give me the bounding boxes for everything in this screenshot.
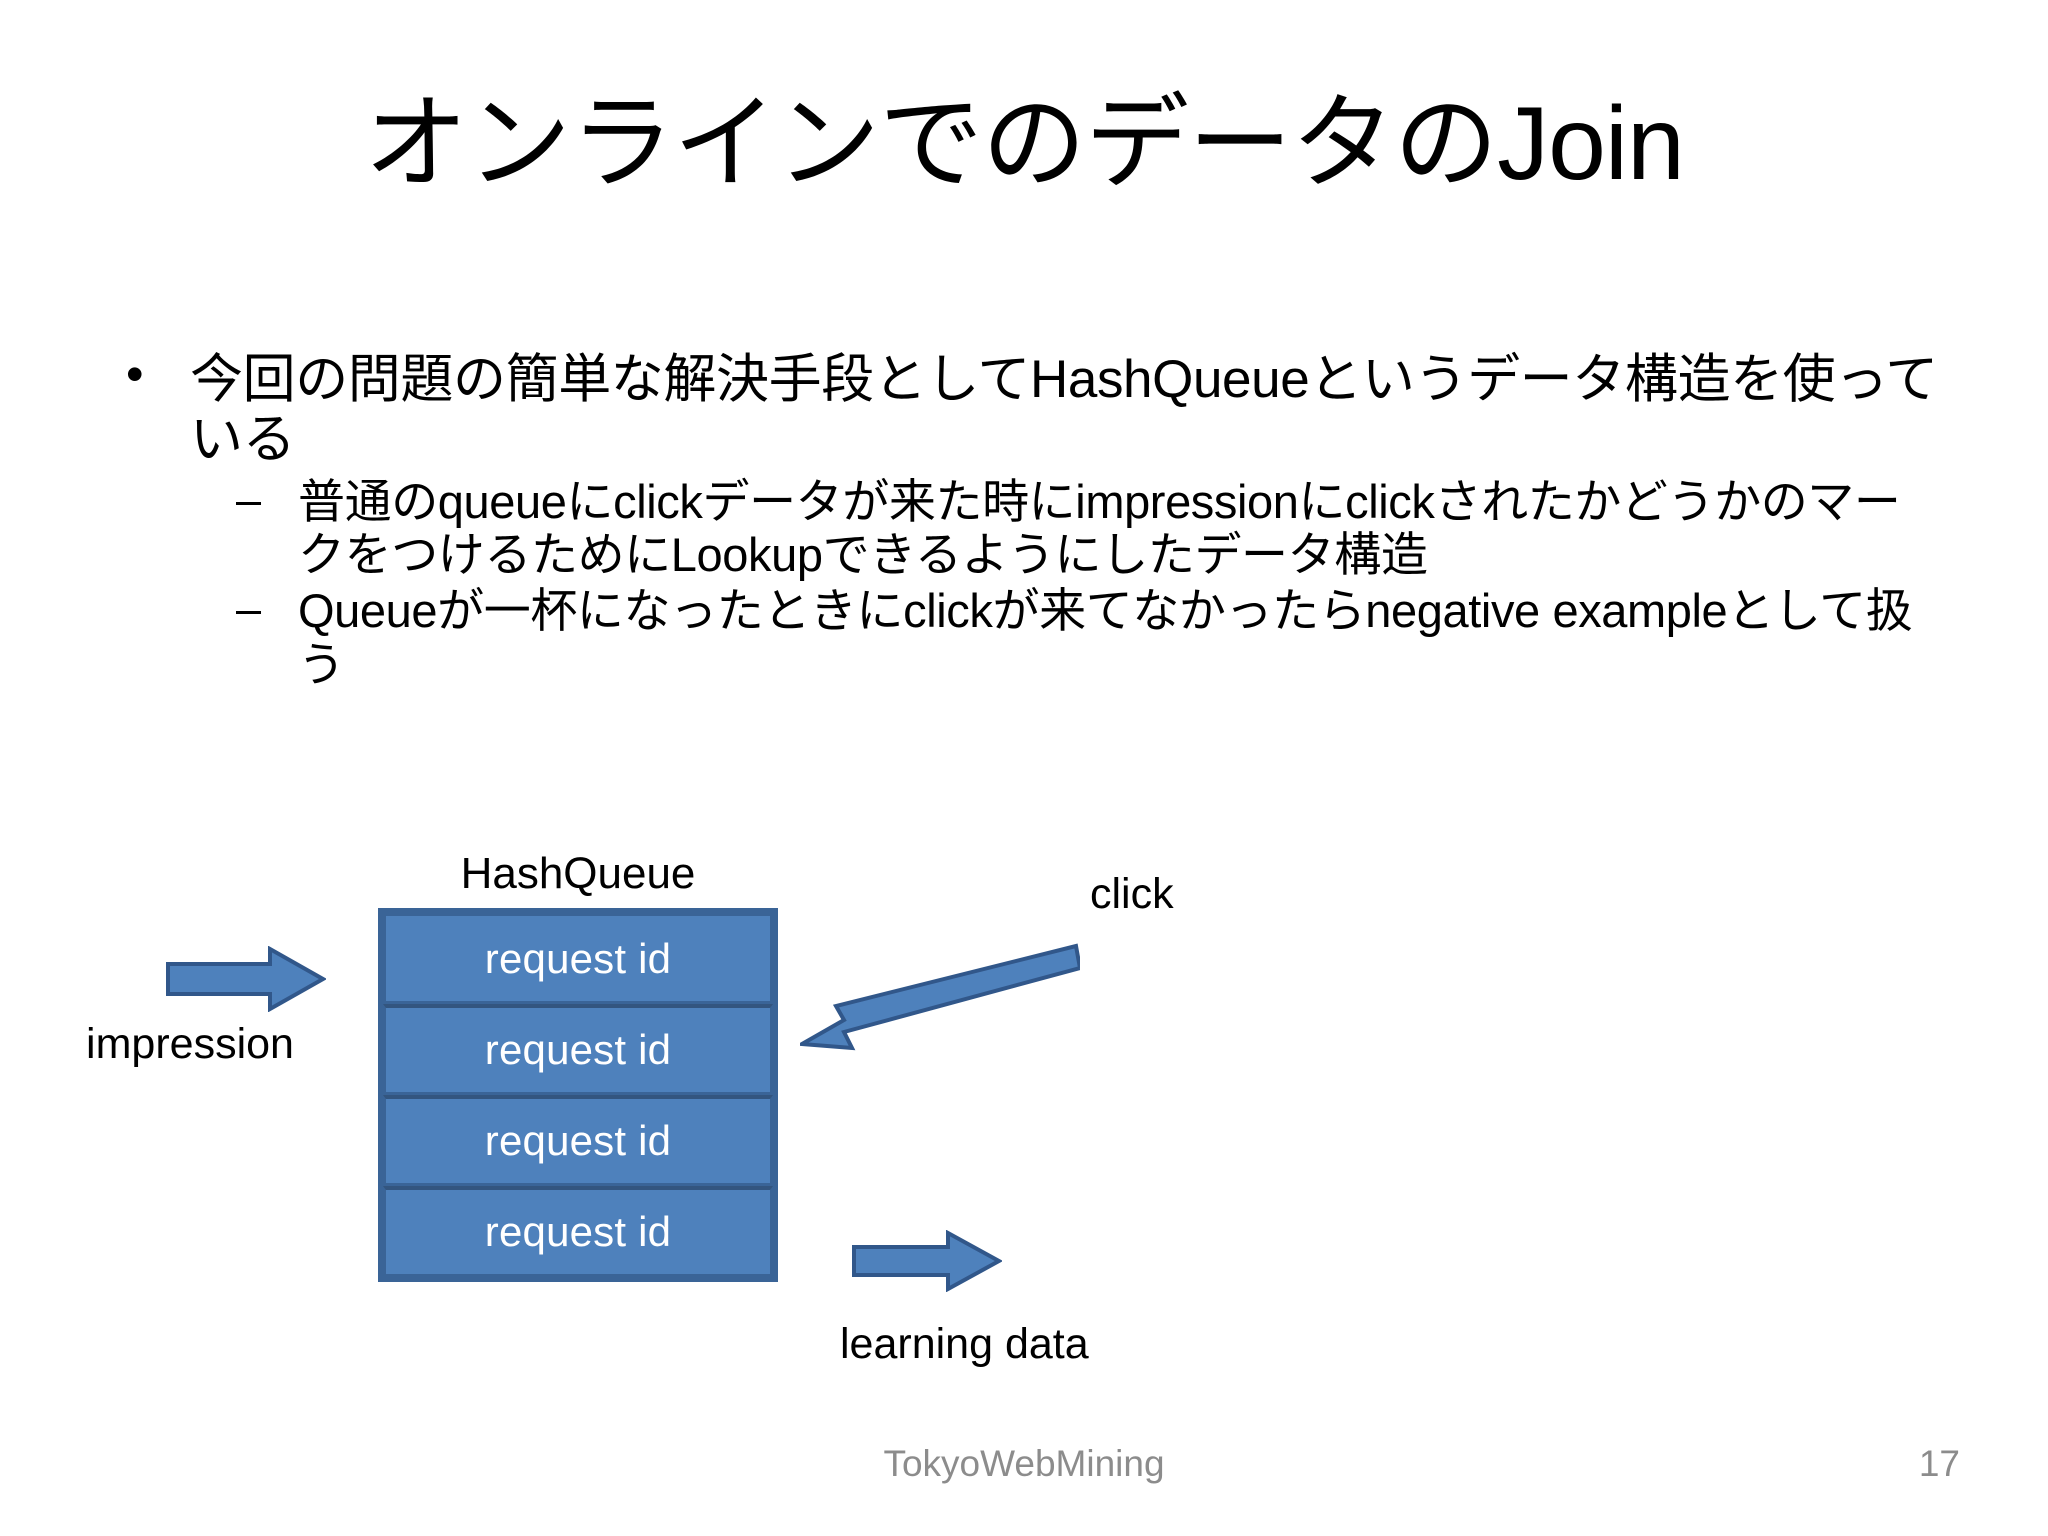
- footer-title: TokyoWebMining: [883, 1443, 1165, 1484]
- bullet-text: 普通のqueueにclickデータが来た時にimpressionにclickされ…: [298, 474, 1901, 582]
- bullet-text: 今回の問題の簡単な解決手段としてHashQueueというデータ構造を使っている: [190, 350, 1938, 470]
- bullet-text: Queueが一杯になったときにclickが来てなかったらnegative exa…: [298, 583, 1913, 691]
- bullet-level2: – 普通のqueueにclickデータが来た時にimpressionにclick…: [108, 473, 1938, 582]
- queue-cell: request id: [383, 1004, 773, 1095]
- bullet-level2: – Queueが一杯になったときにclickが来てなかったらnegative e…: [108, 582, 1938, 691]
- slide-number: 17: [1918, 1443, 1960, 1484]
- click-arrow-icon: [800, 943, 1080, 1051]
- hashqueue-diagram: HashQueue request id request id request …: [0, 830, 2048, 1390]
- queue-cell: request id: [383, 913, 773, 1004]
- slide-body: • 今回の問題の簡単な解決手段としてHashQueueというデータ構造を使ってい…: [108, 346, 1938, 693]
- bullet-marker-dash: –: [236, 582, 261, 634]
- impression-label: impression: [86, 1020, 294, 1068]
- hashqueue-label: HashQueue: [460, 849, 696, 898]
- bullet-marker-dash: –: [236, 473, 261, 525]
- slide-title: オンラインでのデータのJoin: [364, 86, 1685, 202]
- queue-cell: request id: [383, 1186, 773, 1277]
- queue-cell: request id: [383, 1095, 773, 1186]
- learning-data-label: learning data: [840, 1320, 1089, 1368]
- impression-arrow-icon: [166, 946, 326, 1012]
- queue-stack: request id request id request id request…: [378, 908, 778, 1282]
- bullet-marker-dot: •: [126, 346, 144, 402]
- bullet-level1: • 今回の問題の簡単な解決手段としてHashQueueというデータ構造を使ってい…: [108, 346, 1938, 471]
- click-label: click: [1090, 870, 1174, 918]
- learning-data-arrow-icon: [852, 1230, 1002, 1292]
